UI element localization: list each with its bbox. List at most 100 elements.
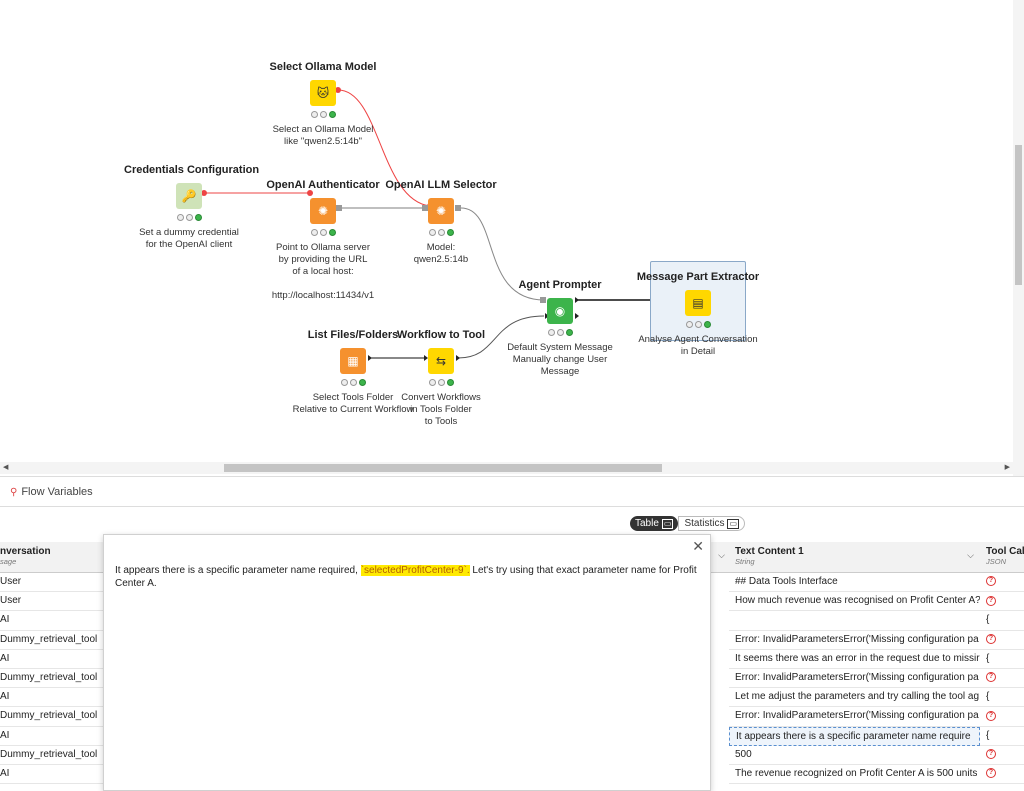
- column-header-conversation[interactable]: nversation sage: [0, 542, 103, 573]
- node-status: [376, 229, 506, 236]
- column-title: nversation: [0, 546, 51, 557]
- node-list-files-folders[interactable]: List Files/Folders ▦ Select Tools Folder…: [288, 328, 418, 416]
- table-port[interactable]: [575, 313, 579, 319]
- table-cell[interactable]: Let me adjust the parameters and try cal…: [729, 688, 980, 708]
- table-port[interactable]: [456, 355, 460, 361]
- node-title: Workflow to Tool: [396, 329, 486, 341]
- table-port[interactable]: [368, 355, 372, 361]
- openai-icon: ✺: [310, 198, 336, 224]
- node-status: [633, 321, 763, 328]
- missing-value-icon: ?: [986, 710, 996, 721]
- model-connection[interactable]: [460, 207, 545, 301]
- node-openai-authenticator[interactable]: OpenAI Authenticator ✺ Point to Ollama s…: [258, 178, 388, 302]
- missing-value-icon: ?: [986, 595, 996, 606]
- node-workflow-to-tool[interactable]: Workflow to Tool ⇆ Convert Workflows in …: [376, 328, 506, 428]
- table-cell[interactable]: ?: [980, 631, 1024, 650]
- close-icon[interactable]: ✕: [692, 538, 704, 554]
- column-type: String: [735, 557, 755, 566]
- table-cell[interactable]: ## Data Tools Interface: [729, 573, 980, 593]
- node-credentials-configuration[interactable]: Credentials Configuration 🔑 Set a dummy …: [124, 163, 260, 251]
- node-title: OpenAI Authenticator: [266, 179, 380, 191]
- flow-port[interactable]: [201, 190, 207, 196]
- statistics-view-button[interactable]: Statistics ▭: [678, 516, 746, 531]
- table-cell[interactable]: ?: [980, 592, 1024, 612]
- workflow-tool-icon: ⇆: [428, 348, 454, 374]
- flow-port[interactable]: [335, 87, 341, 93]
- table-cell[interactable]: How much revenue was recognised on Profi…: [729, 592, 980, 612]
- model-port[interactable]: [455, 205, 461, 211]
- horizontal-scrollbar[interactable]: ◀ ▶: [0, 462, 1013, 474]
- flow-port[interactable]: [307, 190, 313, 196]
- table-cell[interactable]: ?: [980, 573, 1024, 593]
- node-title: Credentials Configuration: [124, 164, 260, 176]
- scroll-thumb[interactable]: [1015, 145, 1022, 285]
- popup-text-after: Let's try using that exact parameter nam…: [115, 565, 697, 589]
- model-port[interactable]: [540, 297, 546, 303]
- node-message-part-extractor[interactable]: Message Part Extractor ▤ Analyse Agent C…: [633, 270, 763, 358]
- table-cell[interactable]: User: [0, 592, 103, 612]
- column-type: sage: [0, 557, 17, 566]
- credentials-icon: 🔑: [176, 183, 202, 209]
- table-cell[interactable]: Error: InvalidParametersError('Missing c…: [729, 707, 980, 727]
- scroll-right-icon[interactable]: ▶: [1004, 464, 1010, 471]
- tool-call-column: ? ? { ? { ? { ? { ? ?: [980, 573, 1024, 785]
- node-description: Select an Ollama Model like "qwen2.5:14b…: [272, 124, 374, 147]
- column-title: Tool Call: [986, 546, 1024, 557]
- table-cell[interactable]: The revenue recognized on Profit Center …: [729, 765, 980, 785]
- scroll-left-icon[interactable]: ◀: [3, 464, 9, 471]
- table-cell[interactable]: AI: [0, 727, 103, 746]
- table-port[interactable]: [424, 355, 428, 361]
- table-cell[interactable]: {: [980, 611, 1024, 631]
- table-cell[interactable]: AI: [0, 688, 103, 708]
- table-cell[interactable]: Dummy_retrieval_tool: [0, 669, 103, 689]
- cell-content-popup: ✕ It appears there is a specific paramet…: [103, 534, 711, 791]
- table-cell[interactable]: ?: [980, 746, 1024, 765]
- node-description: Default System Message Manually change U…: [507, 342, 613, 377]
- workflow-canvas[interactable]: Select Ollama Model 🐱 Select an Ollama M…: [0, 0, 1024, 476]
- table-connection[interactable]: [457, 315, 545, 359]
- table-port[interactable]: [575, 297, 579, 303]
- table-cell[interactable]: [729, 611, 980, 631]
- toggle-label: Statistics: [684, 518, 725, 529]
- column-header-spacer: ⌵: [711, 542, 729, 573]
- node-agent-prompter[interactable]: Agent Prompter ◉ Default System Message …: [495, 278, 625, 378]
- openai-icon: ✺: [428, 198, 454, 224]
- column-header-tool-call[interactable]: Tool Call JSON: [980, 542, 1024, 573]
- table-cell[interactable]: ?: [980, 707, 1024, 727]
- table-cell[interactable]: {: [980, 688, 1024, 708]
- table-cell[interactable]: It seems there was an error in the reque…: [729, 650, 980, 669]
- selected-table-cell[interactable]: It appears there is a specific parameter…: [729, 726, 980, 746]
- node-openai-llm-selector[interactable]: OpenAI LLM Selector ✺ Model: qwen2.5:14b: [376, 178, 506, 266]
- popup-text[interactable]: It appears there is a specific parameter…: [115, 565, 700, 590]
- flow-variable-connection[interactable]: [337, 89, 431, 207]
- scroll-thumb[interactable]: [224, 464, 662, 472]
- chevron-down-icon[interactable]: ⌵: [718, 550, 725, 560]
- node-select-ollama-model[interactable]: Select Ollama Model 🐱 Select an Ollama M…: [258, 60, 388, 148]
- table-cell[interactable]: AI: [0, 611, 103, 631]
- model-port[interactable]: [422, 205, 428, 211]
- node-title: List Files/Folders: [307, 329, 399, 341]
- table-cell[interactable]: {: [980, 727, 1024, 746]
- model-port[interactable]: [336, 205, 342, 211]
- table-cell[interactable]: AI: [0, 650, 103, 669]
- chevron-down-icon[interactable]: ⌵: [967, 550, 974, 560]
- table-cell[interactable]: AI: [0, 765, 103, 785]
- column-header-text-content[interactable]: Text Content 1 String ⌵: [729, 542, 980, 573]
- table-cell[interactable]: User: [0, 573, 103, 593]
- text-content-column: ## Data Tools Interface How much revenue…: [729, 573, 980, 785]
- table-cell[interactable]: Dummy_retrieval_tool: [0, 631, 103, 650]
- node-description: Analyse Agent Conversation in Detail: [638, 334, 758, 357]
- table-cell[interactable]: {: [980, 650, 1024, 669]
- table-cell[interactable]: Error: InvalidParametersError('Missing c…: [729, 631, 980, 650]
- table-view-button[interactable]: Table ▭: [630, 516, 679, 531]
- tab-flow-variables[interactable]: ⚲ Flow Variables: [10, 486, 93, 498]
- popup-text-before: It appears there is a specific parameter…: [115, 565, 361, 576]
- table-cell[interactable]: ?: [980, 669, 1024, 689]
- vertical-scrollbar[interactable]: [1013, 0, 1024, 476]
- table-cell[interactable]: ?: [980, 765, 1024, 785]
- node-title: Agent Prompter: [518, 279, 602, 291]
- table-cell[interactable]: Dummy_retrieval_tool: [0, 746, 103, 765]
- table-cell[interactable]: Dummy_retrieval_tool: [0, 707, 103, 727]
- table-cell[interactable]: Error: InvalidParametersError('Missing c…: [729, 669, 980, 689]
- table-cell[interactable]: 500: [729, 746, 980, 765]
